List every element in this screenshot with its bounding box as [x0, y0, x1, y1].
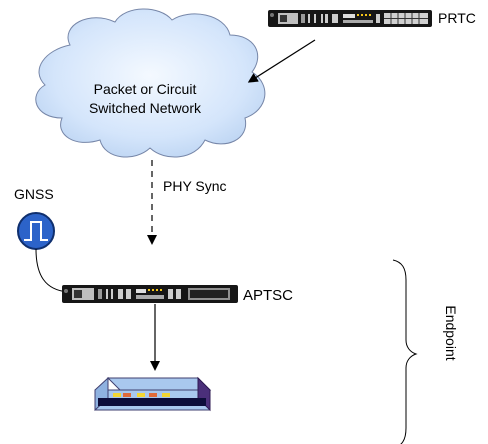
prtc-device-icon	[268, 10, 432, 27]
network-label-line-2: Switched Network	[88, 100, 202, 116]
gnss-label: GNSS	[14, 186, 54, 202]
prtc-to-network-arrow	[247, 39, 316, 83]
endpoint-brace	[392, 259, 418, 444]
switch-box-icon	[94, 376, 212, 412]
network-label-line-1: Packet or Circuit	[93, 81, 197, 97]
prtc-label: PRTC	[438, 10, 476, 26]
aptsc-label: APTSC	[243, 287, 294, 304]
network-label: Packet or Circuit Switched Network	[62, 80, 228, 118]
network-cloud-icon	[35, 8, 266, 158]
endpoint-label: Endpoint	[443, 305, 459, 361]
phy-sync-label: PHY Sync	[163, 178, 227, 194]
gnss-pulse-icon	[17, 212, 55, 250]
aptsc-device-icon	[62, 285, 238, 303]
